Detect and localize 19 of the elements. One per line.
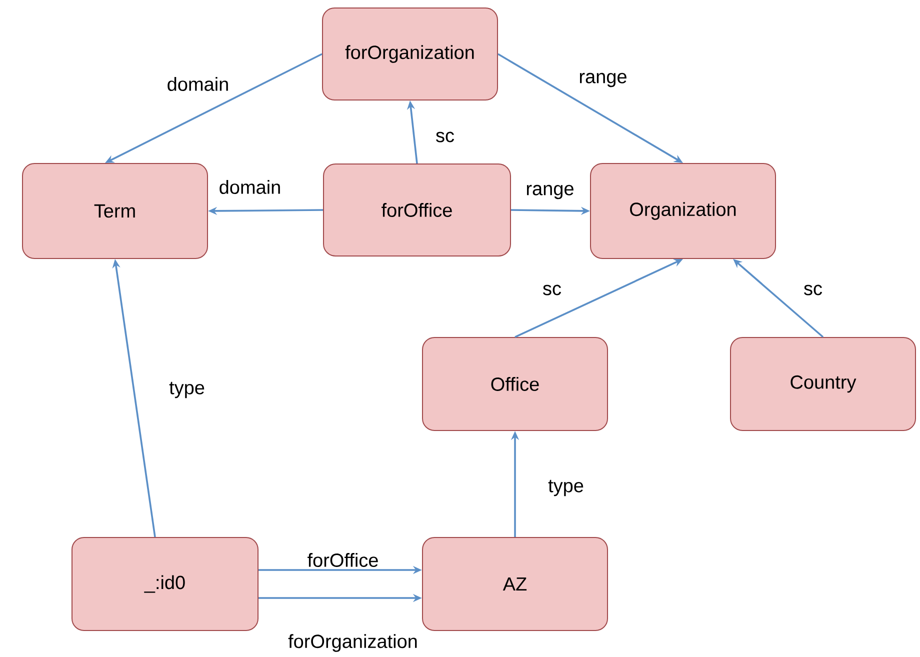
term-box: forOffice bbox=[323, 164, 511, 256]
edge-label: type bbox=[547, 478, 585, 498]
term-box: _:id0 bbox=[72, 537, 258, 631]
edge-label: domain bbox=[166, 76, 230, 92]
term-box: AZ bbox=[422, 537, 608, 631]
term-box: Office bbox=[422, 337, 608, 431]
term-box: Organization bbox=[590, 163, 776, 259]
edge-label: range bbox=[524, 184, 576, 200]
edge-label: type bbox=[168, 380, 206, 400]
edge-label: forOrganization bbox=[287, 633, 419, 653]
term-box: Country bbox=[730, 337, 916, 431]
edge-label: range bbox=[578, 72, 628, 88]
term-box: forOrganization bbox=[322, 8, 498, 100]
edge-label: domain bbox=[218, 179, 282, 195]
edge-label: forOffice bbox=[306, 552, 380, 568]
edge-label: sc bbox=[542, 284, 562, 296]
term-box: Term bbox=[22, 163, 208, 259]
edge-label: sc bbox=[434, 130, 456, 144]
edge-label: sc bbox=[802, 284, 824, 296]
